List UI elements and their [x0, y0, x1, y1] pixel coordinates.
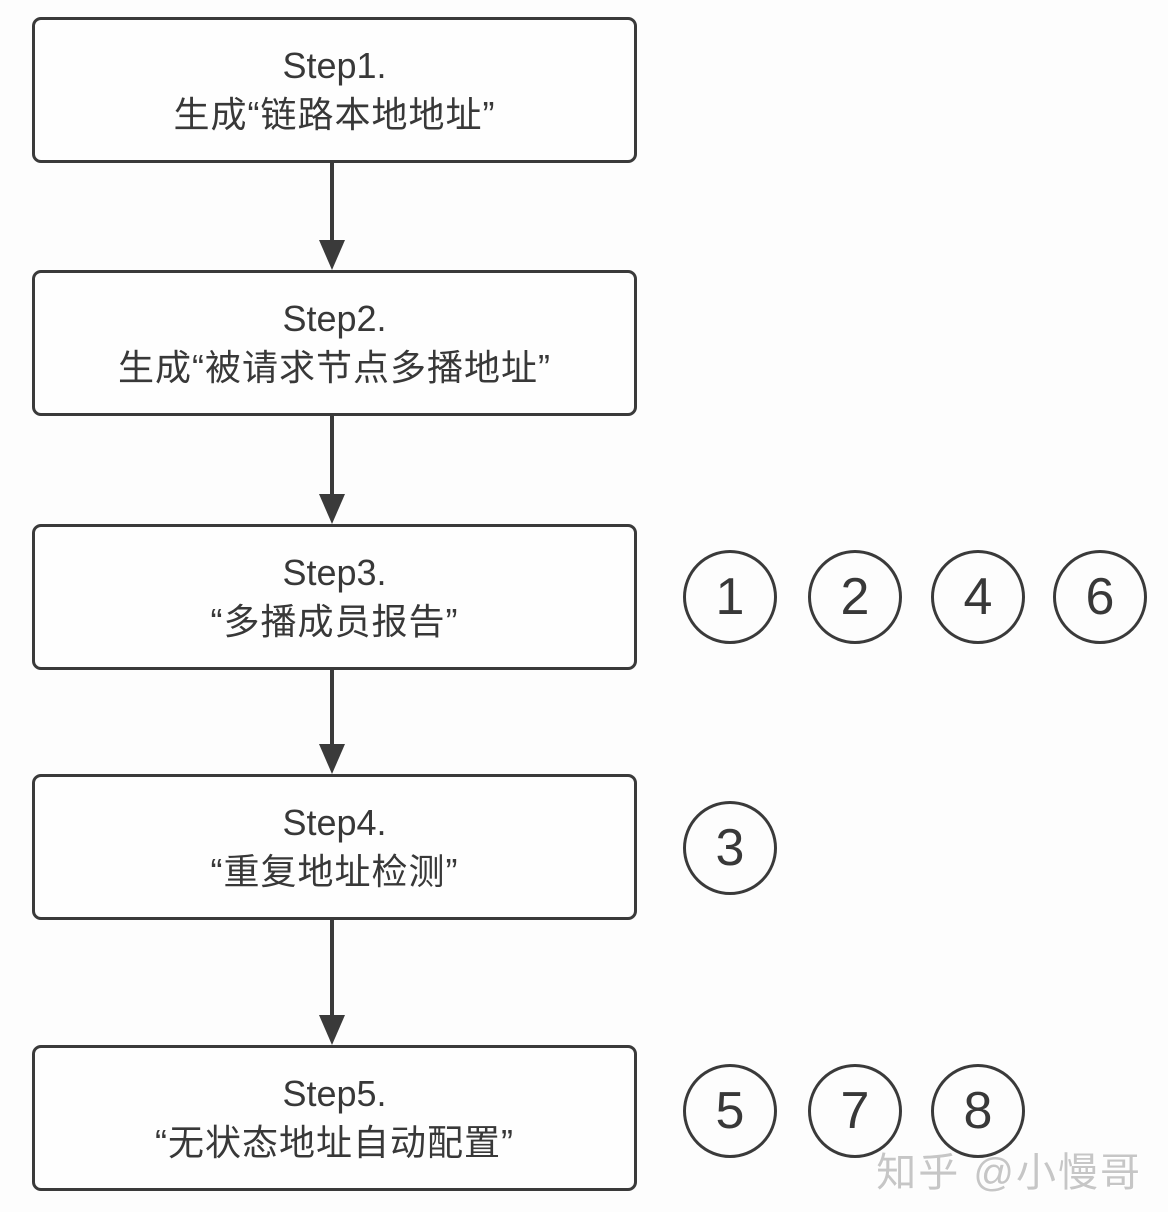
step-4-title: Step4.	[282, 801, 387, 843]
arrow-line	[330, 920, 334, 1015]
watermark: 知乎 @小慢哥	[876, 1151, 1142, 1195]
step-2-subtitle: 生成“被请求节点多播地址”	[118, 347, 551, 388]
step-5-title: Step5.	[282, 1072, 387, 1114]
badge-number: 5	[715, 1082, 745, 1140]
arrow-step3-to-step4	[319, 670, 345, 774]
step5-badge-5: 5	[683, 1064, 777, 1158]
step3-badge-6: 6	[1053, 550, 1147, 644]
arrow-head-icon	[319, 1015, 345, 1045]
arrow-line	[330, 416, 334, 494]
badge-number: 6	[1085, 568, 1115, 626]
badge-number: 7	[840, 1082, 870, 1140]
step-box-1: Step1. 生成“链路本地地址”	[32, 17, 637, 163]
step-box-3: Step3. “多播成员报告”	[32, 524, 637, 670]
badge-number: 8	[963, 1082, 993, 1140]
arrow-head-icon	[319, 494, 345, 524]
step4-badge-3: 3	[683, 801, 777, 895]
arrow-line	[330, 163, 334, 240]
step-5-subtitle: “无状态地址自动配置”	[155, 1122, 514, 1163]
step5-badge-8: 8	[931, 1064, 1025, 1158]
badge-number: 3	[715, 819, 745, 877]
step3-badge-4: 4	[931, 550, 1025, 644]
step-box-4: Step4. “重复地址检测”	[32, 774, 637, 920]
step-1-subtitle: 生成“链路本地地址”	[173, 94, 496, 135]
step-3-subtitle: “多播成员报告”	[210, 601, 459, 642]
badge-number: 2	[840, 568, 870, 626]
step3-badge-1: 1	[683, 550, 777, 644]
arrow-line	[330, 670, 334, 744]
step5-badge-7: 7	[808, 1064, 902, 1158]
arrow-head-icon	[319, 240, 345, 270]
step-1-title: Step1.	[282, 44, 387, 86]
badge-number: 4	[963, 568, 993, 626]
step-2-title: Step2.	[282, 297, 387, 339]
step-3-title: Step3.	[282, 551, 387, 593]
step-4-subtitle: “重复地址检测”	[210, 851, 459, 892]
arrow-step2-to-step3	[319, 416, 345, 524]
arrow-step4-to-step5	[319, 920, 345, 1045]
step-box-5: Step5. “无状态地址自动配置”	[32, 1045, 637, 1191]
arrow-head-icon	[319, 744, 345, 774]
badge-number: 1	[715, 568, 745, 626]
step3-badge-2: 2	[808, 550, 902, 644]
arrow-step1-to-step2	[319, 163, 345, 270]
step-box-2: Step2. 生成“被请求节点多播地址”	[32, 270, 637, 416]
